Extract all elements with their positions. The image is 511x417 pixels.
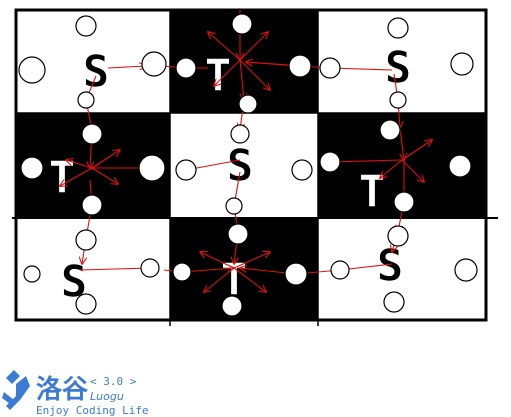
circle-node bbox=[319, 57, 341, 79]
circle-node bbox=[75, 293, 97, 315]
cell-letter: S bbox=[385, 43, 412, 94]
circle-node bbox=[140, 258, 160, 278]
arrow-edge bbox=[60, 167, 93, 186]
arrow-edge bbox=[204, 267, 235, 292]
circle-node bbox=[141, 51, 167, 77]
circle-node bbox=[387, 17, 409, 39]
logo-name: 洛谷 bbox=[36, 374, 89, 405]
circle-nodes bbox=[18, 13, 478, 317]
circle-node bbox=[221, 295, 243, 317]
circle-node bbox=[230, 124, 250, 144]
circle-node bbox=[77, 91, 95, 109]
arrow-edge bbox=[400, 127, 404, 160]
circle-node bbox=[288, 54, 312, 78]
arrow-edge bbox=[208, 32, 241, 61]
circle-node bbox=[175, 159, 197, 181]
circle-node bbox=[75, 229, 97, 251]
arrow-edge bbox=[91, 167, 118, 184]
cell-letter: T bbox=[205, 51, 232, 102]
circle-node bbox=[393, 191, 415, 213]
circle-node bbox=[389, 91, 407, 109]
circle-node bbox=[231, 13, 253, 35]
circle-node bbox=[138, 154, 166, 182]
arrow-edge bbox=[330, 160, 403, 162]
arrow-edge bbox=[239, 59, 244, 100]
circle-node bbox=[227, 223, 249, 245]
arrow-edge bbox=[66, 160, 93, 169]
logo-version: < 3.0 > bbox=[90, 375, 137, 388]
circle-node bbox=[238, 94, 258, 114]
circle-node bbox=[175, 57, 197, 79]
cell-letter: S bbox=[227, 141, 254, 192]
arrow-edge bbox=[233, 267, 266, 292]
circle-node bbox=[319, 151, 341, 173]
cell-letter: S bbox=[377, 241, 404, 292]
arrow-edge bbox=[91, 150, 120, 169]
circle-node bbox=[172, 262, 192, 282]
grid-borders bbox=[12, 8, 498, 326]
circle-node bbox=[291, 159, 313, 181]
arrow-edge bbox=[233, 252, 270, 269]
circle-node bbox=[81, 123, 103, 145]
circle-node bbox=[284, 262, 308, 286]
cell-letter: T bbox=[359, 167, 386, 218]
luogu-logo-icon bbox=[2, 370, 30, 410]
logo-slogan: Enjoy Coding Life bbox=[36, 404, 149, 417]
circle-node bbox=[383, 291, 405, 313]
circle-node bbox=[379, 119, 401, 141]
outer-frame bbox=[14, 8, 488, 322]
circle-node bbox=[448, 154, 472, 178]
circle-node bbox=[330, 260, 350, 280]
arrow-edge bbox=[401, 140, 432, 161]
circle-node bbox=[75, 15, 97, 37]
arrow-edge bbox=[401, 159, 424, 182]
circle-node bbox=[81, 194, 103, 216]
circle-node bbox=[450, 52, 474, 76]
arrow-edge bbox=[200, 252, 235, 269]
arrow-edge bbox=[380, 159, 403, 178]
arrow-edge bbox=[214, 59, 241, 86]
cell-letter: S bbox=[83, 47, 110, 98]
arrow-edge bbox=[107, 66, 146, 68]
arrow-edge bbox=[79, 268, 150, 270]
arrow-edge bbox=[239, 32, 268, 61]
luogu-watermark: 洛谷 < 3.0 > Luogu Enjoy Coding Life bbox=[2, 370, 149, 417]
circle-node bbox=[18, 56, 46, 84]
circle-node bbox=[387, 225, 409, 247]
cell-letter: T bbox=[49, 153, 76, 204]
circle-node bbox=[20, 156, 44, 180]
logo-latin: Luogu bbox=[90, 390, 124, 403]
arrow-edge bbox=[245, 61, 330, 68]
circle-node bbox=[23, 265, 41, 283]
circle-node bbox=[454, 258, 478, 282]
arrow-edge bbox=[239, 59, 270, 90]
circle-node bbox=[225, 197, 243, 215]
